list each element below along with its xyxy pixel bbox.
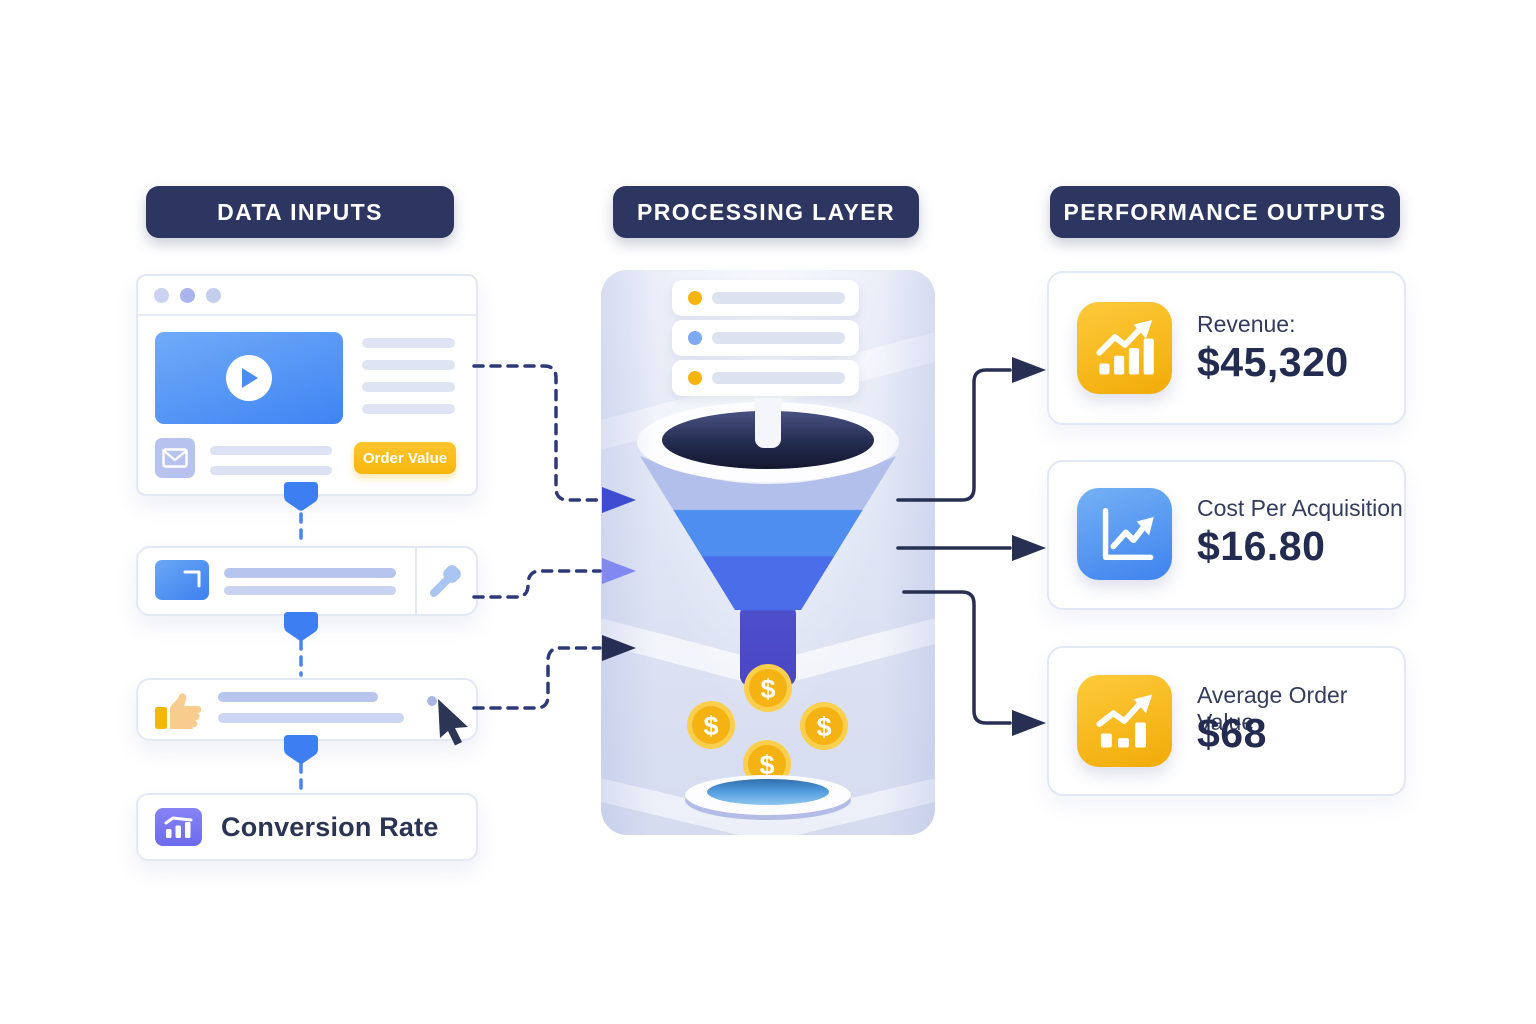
data-stack-row [672,360,859,396]
folder-icon [155,560,209,605]
play-icon[interactable] [226,355,272,401]
text-line [224,568,396,578]
coin-icon: $ [687,701,735,749]
bar-chart-growth-icon [1077,675,1172,767]
browser-topbar [138,276,476,316]
data-stack-row [672,280,859,316]
webpage-input-card: Order Value [136,274,478,496]
status-dot-icon [688,291,702,305]
status-dot-icon [688,331,702,345]
data-line [712,332,845,344]
text-line [210,446,332,455]
processing-panel: $ $ $ $ [601,270,935,835]
data-inputs-header: DATA INPUTS [146,186,454,238]
dashed-connector [472,646,602,710]
card-divider [415,548,417,614]
svg-text:$: $ [703,711,718,741]
cost-per-acquisition-card: Cost Per Acquisition $16.80 [1047,460,1406,610]
text-line [362,338,455,348]
asset-input-card [136,546,478,616]
text-line [362,382,455,392]
coin-icon: $ [800,702,848,750]
metric-value: $68 [1197,710,1267,756]
cursor-icon [436,697,478,752]
performance-outputs-header: PERFORMANCE OUTPUTS [1050,186,1400,238]
processing-layer-header: PROCESSING LAYER [613,186,919,238]
data-line [712,292,845,304]
window-dot-icon [154,288,169,303]
conversion-rate-card: Conversion Rate [136,793,478,861]
thumbs-up-icon [153,689,207,736]
coin-icon: $ [744,664,792,712]
svg-text:$: $ [816,712,831,742]
dashed-connector [472,364,602,502]
line-chart-growth-icon [1077,488,1172,580]
arrowhead-icon [1012,710,1046,736]
text-line [218,692,378,702]
svg-text:$: $ [759,750,774,780]
svg-text:$: $ [760,674,775,704]
arrowhead-icon [1012,357,1046,383]
video-thumbnail[interactable] [155,332,343,424]
small-dot-icon [427,696,437,706]
text-line [218,713,404,723]
funnel-icon [637,398,899,686]
metric-label: Revenue: [1197,311,1296,337]
metric-value: $16.80 [1197,523,1326,569]
conversion-rate-label: Conversion Rate [221,811,439,842]
data-stack-row [672,320,859,356]
dashed-connector [472,569,602,599]
collection-dish [685,775,851,820]
pin-connector-icon [284,612,318,641]
revenue-card: Revenue: $45,320 [1047,271,1406,425]
envelope-icon [155,438,195,478]
text-line [224,586,396,595]
metric-label: Average Order Value [1197,682,1348,735]
text-line [362,360,455,370]
average-order-value-card: Average Order Value $68 [1047,646,1406,796]
conversion-rate-icon [155,808,202,846]
text-line [362,404,455,414]
wand-icon [426,562,464,605]
arrowhead-icon [1012,535,1046,561]
window-dot-icon [206,288,221,303]
status-dot-icon [688,371,702,385]
text-line [210,466,332,475]
metric-value: $45,320 [1197,339,1349,385]
data-line [712,372,845,384]
bar-chart-growth-icon [1077,302,1172,394]
metric-label: Cost Per Acquisition [1197,495,1403,521]
window-dot-icon [180,288,195,303]
engagement-input-card [136,678,478,741]
order-value-button[interactable]: Order Value [354,442,456,474]
